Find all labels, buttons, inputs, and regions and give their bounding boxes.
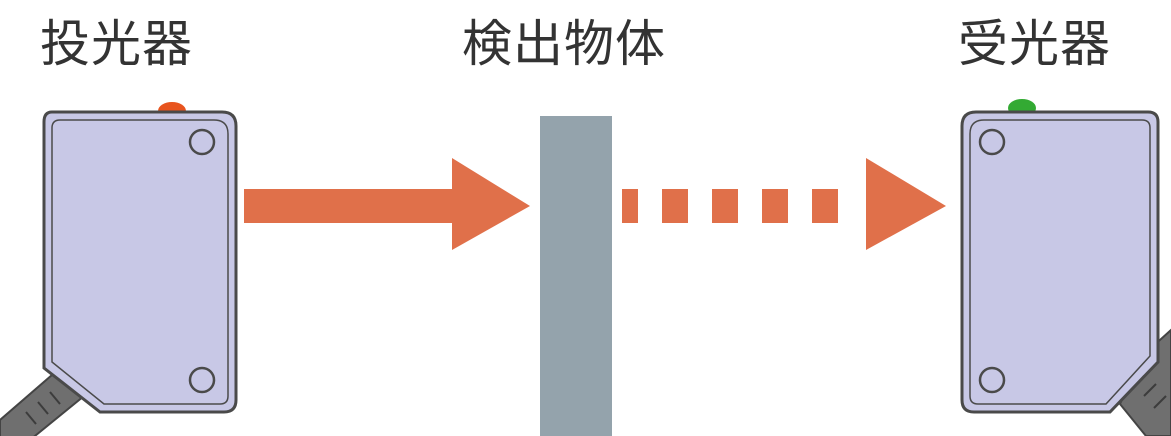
receiver-screw-top xyxy=(978,128,1006,156)
detected-object xyxy=(540,116,612,436)
beam-dash xyxy=(712,189,738,223)
blocked-beam-arrow xyxy=(622,158,946,250)
receiver-sensor xyxy=(960,99,1171,436)
beam-dash xyxy=(762,189,788,223)
beam-dash xyxy=(812,189,838,223)
beam-dash xyxy=(662,189,688,223)
beam-arrowhead xyxy=(866,158,946,250)
receiver-screw-bottom xyxy=(978,366,1006,394)
emitter-sensor xyxy=(0,102,238,436)
emitter-body xyxy=(42,110,238,414)
receiver-body xyxy=(960,110,1160,414)
emitter-screw-bottom xyxy=(188,366,216,394)
detected-object-label: 検出物体 xyxy=(462,15,666,73)
receiver-label: 受光器 xyxy=(958,15,1111,73)
emitter-screw-top xyxy=(188,128,216,156)
emitter-label: 投光器 xyxy=(40,15,193,73)
emitted-beam-arrow xyxy=(244,158,530,250)
beam-dash xyxy=(622,189,638,223)
